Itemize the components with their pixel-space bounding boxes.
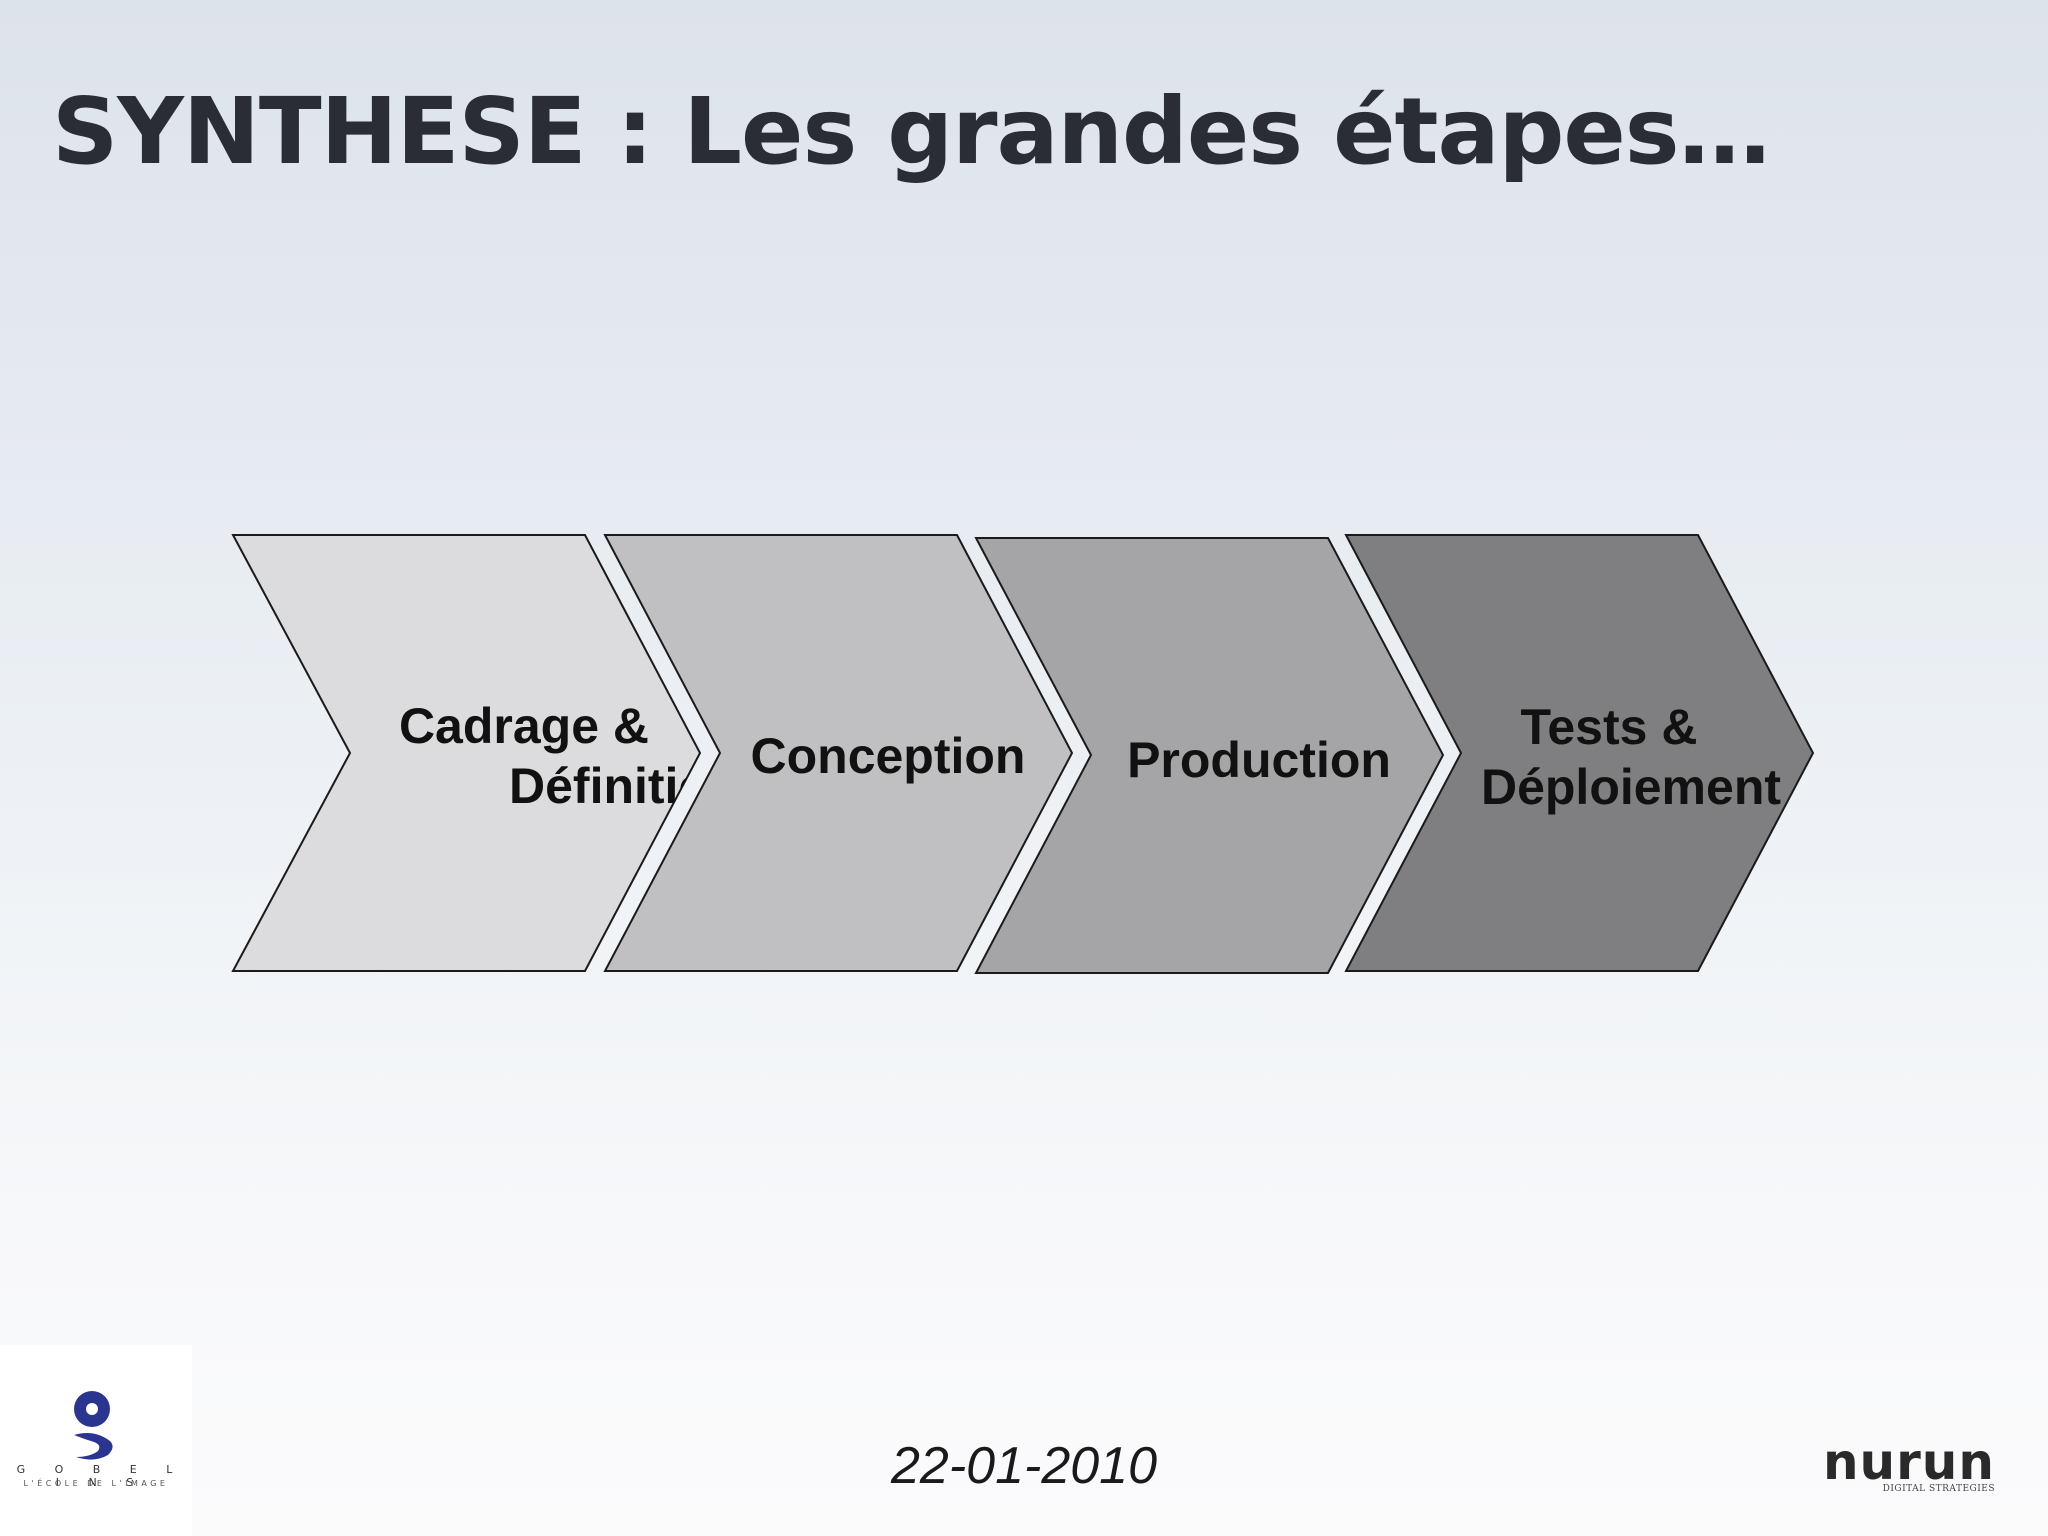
step-1-label-line1: Cadrage & [399,698,649,754]
nurun-wordmark: nurun [1822,1433,1995,1491]
step-production: Production [974,537,1445,974]
slide-title: SYNTHESE : Les grandes étapes… [52,78,1771,185]
step-4-label-line2: Déploiement [1481,759,1781,815]
step-3-shape [974,537,1445,974]
step-cadrage-definition: Cadrage & Définition [231,534,740,972]
step-2-shape [603,534,1074,972]
step-2-label: Conception [751,728,1026,784]
footer-date: 22-01-2010 [891,1437,1157,1495]
gobelins-g-mark-icon [74,1391,113,1460]
step-conception: Conception [603,534,1074,972]
step-1-shape [231,534,702,972]
gobelins-logo: G O B E L I N S L'ÉCOLE DE L'IMAGE [0,1345,192,1536]
gobelins-wordmark: G O B E L I N S [16,1463,186,1489]
step-4-label-line1: Tests & [1521,699,1698,755]
step-tests-deploiement: Tests & Déploiement [1344,534,1815,972]
nurun-tagline: DIGITAL STRATEGIES [1882,1484,1995,1494]
step-3-label: Production [1127,732,1391,788]
step-1-label-line2: Définition [509,758,740,814]
gobelins-tagline: L'ÉCOLE DE L'IMAGE [23,1479,169,1488]
step-4-shape [1344,534,1815,972]
nurun-logo: nurun DIGITAL STRATEGIES [1805,1433,1995,1500]
